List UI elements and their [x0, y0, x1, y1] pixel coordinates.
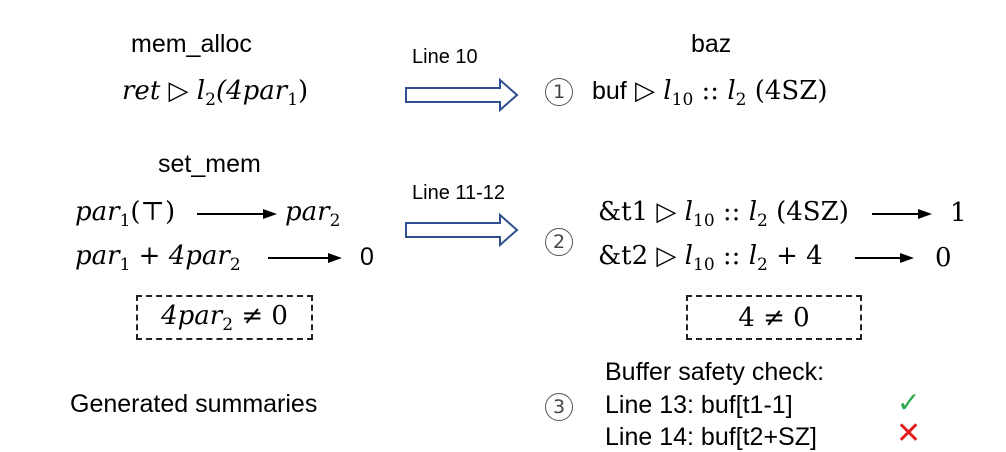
t2-label: &t2: [598, 241, 649, 271]
step-2-circle: 2: [545, 228, 573, 256]
baz-summary-t2: &t2 ▷ l10 :: l2 + 4: [598, 241, 823, 275]
t1-label: &t1: [598, 197, 649, 227]
hollow-arrow-line10: [405, 77, 519, 113]
size-4sz: (4SZ): [776, 197, 849, 227]
plus-4par: + 4par: [138, 241, 230, 271]
l-symbol: l: [727, 76, 736, 106]
mem-alloc-title: mem_alloc: [131, 30, 252, 58]
par-expression: (4par: [215, 76, 288, 106]
cons-operator: ::: [722, 197, 741, 227]
baz-title: baz: [691, 30, 732, 58]
l-subscript: 10: [671, 90, 694, 110]
l-symbol: l: [748, 197, 758, 227]
constraint-par: 4par: [161, 300, 223, 331]
par-symbol: par: [75, 197, 120, 227]
cross-mark-icon: ✕: [896, 416, 922, 451]
arrow-t1-to-one: [872, 209, 932, 219]
left-constraint-box: 4par2 ≠ 0: [136, 295, 313, 340]
set-mem-summary-2: par1 + 4par2: [75, 241, 241, 275]
step-3-marker: 3: [545, 393, 573, 421]
par-symbol: par: [285, 197, 330, 227]
plus-4: + 4: [776, 241, 823, 271]
check-mark-icon: ✓: [897, 386, 921, 419]
line10-label: Line 10: [412, 46, 478, 68]
step-2-marker: 2: [545, 228, 573, 256]
par-subscript: 1: [287, 90, 299, 110]
hollow-arrow-line11-12: [405, 212, 519, 248]
buf-label: buf: [592, 77, 627, 105]
constraint-relation: ≠ 0: [241, 300, 288, 331]
l-symbol: l: [684, 197, 693, 227]
par-subscript: 2: [229, 255, 241, 275]
set-mem-summary-1: par1(⊤): [75, 197, 175, 231]
l-subscript: 10: [693, 255, 715, 275]
triangle-symbol: ▷: [635, 76, 664, 106]
l-subscript: 10: [693, 211, 715, 231]
step-3-circle: 3: [545, 393, 573, 421]
buffer-check-title: Buffer safety check:: [605, 358, 825, 386]
step-1-circle: 1: [545, 78, 573, 106]
par2-target: par2: [285, 197, 340, 231]
l-subscript: 2: [205, 90, 216, 110]
l-symbol: l: [196, 76, 206, 106]
l-subscript: 2: [757, 211, 768, 231]
check-line14: Line 14: buf[t2+SZ]: [605, 423, 817, 451]
generated-summaries-label: Generated summaries: [70, 390, 318, 418]
baz-summary-t1: &t1 ▷ l10 :: l2 (4SZ): [598, 197, 849, 231]
arrow-par1-to-par2: [197, 209, 277, 219]
cons-operator: ::: [701, 76, 720, 106]
constraint-subscript: 2: [222, 314, 234, 335]
top-symbol: (⊤): [130, 197, 176, 227]
l-symbol: l: [748, 241, 758, 271]
line11-12-label: Line 11-12: [412, 182, 506, 204]
par-subscript: 2: [329, 211, 341, 231]
triangle-symbol: ▷: [168, 76, 197, 106]
ret-symbol: ret: [122, 76, 161, 106]
zero-target-left: 0: [360, 243, 374, 271]
size-4sz: (4SZ): [754, 76, 828, 106]
check-line13: Line 13: buf[t1-1]: [605, 391, 793, 419]
close-paren: ): [298, 76, 309, 106]
set-mem-title: set_mem: [158, 150, 261, 178]
constraint-text: 4 ≠ 0: [738, 302, 810, 333]
cons-operator: ::: [722, 241, 741, 271]
step-1-marker: 1: [545, 78, 573, 106]
right-constraint-box: 4 ≠ 0: [686, 295, 862, 340]
l-subscript: 2: [735, 90, 747, 110]
baz-summary-1: buf ▷ l10 :: l2 (4SZ): [592, 76, 827, 110]
arrow-par-sum-to-zero: [268, 253, 342, 263]
par-subscript: 1: [119, 211, 131, 231]
par-symbol: par: [75, 241, 120, 271]
l-subscript: 2: [757, 255, 768, 275]
t2-target-zero: 0: [935, 243, 952, 273]
l-symbol: l: [663, 76, 672, 106]
arrow-t2-to-zero: [855, 253, 914, 263]
triangle-symbol: ▷: [656, 241, 685, 271]
l-symbol: l: [684, 241, 693, 271]
par-subscript: 1: [119, 255, 131, 275]
t1-target-one: 1: [950, 198, 967, 228]
mem-alloc-summary: ret ▷ l2(4par1): [122, 76, 308, 110]
triangle-symbol: ▷: [656, 197, 685, 227]
